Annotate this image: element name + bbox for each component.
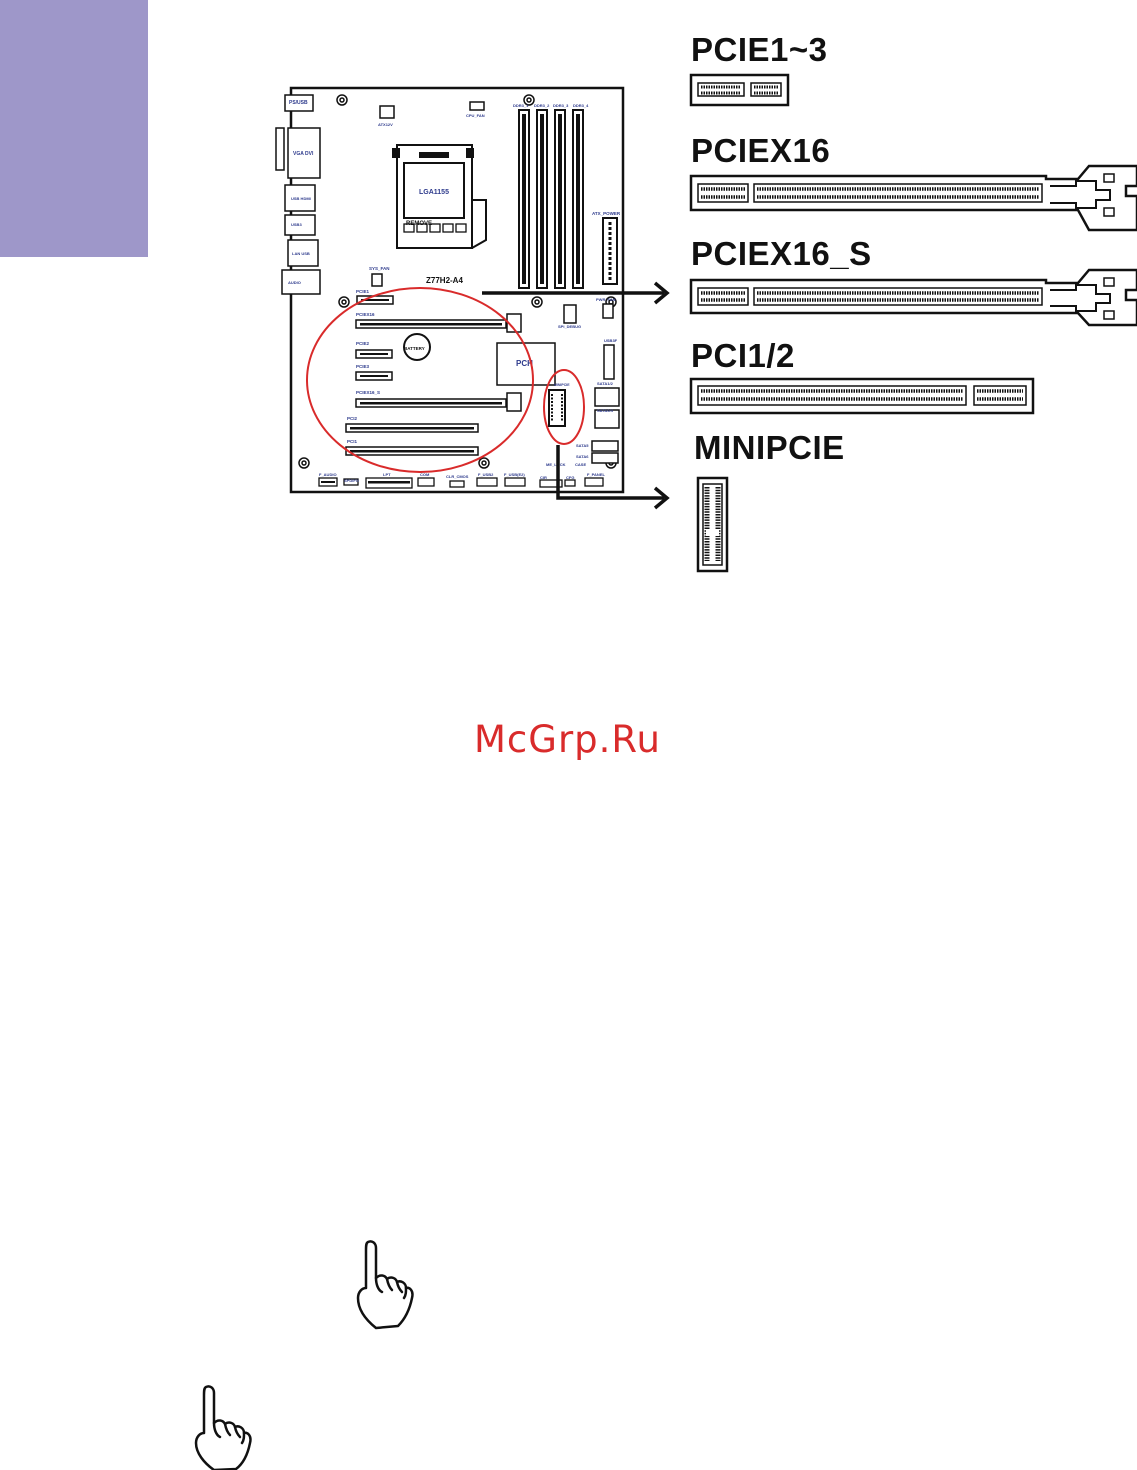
pciex16-slot-illustration <box>689 164 1137 232</box>
pciex16-heading: PCIEX16 <box>691 132 831 169</box>
ddr3-4-label: DDR3_4 <box>573 103 589 108</box>
motherboard-layout: PS/USB VGA DVI USB HDMI USB3 LAN USB AUD… <box>275 86 625 494</box>
sata3-4-label: SATA3/4 <box>597 408 614 413</box>
audio-label: AUDIO <box>288 280 301 285</box>
pci-slot-illustration <box>689 377 1035 415</box>
spdifo-label: SPDIFO <box>344 478 359 483</box>
pwr-fan-label: PWR_FAN <box>596 297 616 302</box>
pointing-hand-icon <box>194 1385 252 1470</box>
pcie1-board-label: PCIE1 <box>356 289 370 294</box>
com-label: COM <box>420 472 430 477</box>
remove-label: REMOVE <box>406 221 432 227</box>
ddr3-3-label: DDR3_3 <box>553 103 569 108</box>
usb-hdmi-label: USB HDMI <box>291 196 311 201</box>
chapter-side-tab <box>0 0 148 257</box>
board-expansion-slots <box>345 295 522 456</box>
ddr3-2-label: DDR3_2 <box>534 103 550 108</box>
pointing-hand-icon <box>356 1240 414 1330</box>
case-label: CASE <box>575 462 586 467</box>
watermark-text: McGrp.Ru <box>474 718 661 761</box>
sys-fan-label: SYS_FAN <box>369 266 390 271</box>
pcie-x1-slot-illustration <box>689 73 790 107</box>
pci2-board-label: PCI2 <box>347 416 358 421</box>
minipcie-heading: MINIPCIE <box>694 429 845 466</box>
cpu-socket <box>392 144 487 249</box>
ddr3-1-label: DDR3_1 <box>513 103 529 108</box>
usb3f-label: USB3F <box>604 338 618 343</box>
lpt-label: LPT <box>383 472 391 477</box>
f-audio-label: F_AUDIO <box>319 472 337 477</box>
pcie1-3-heading: PCIE1~3 <box>691 31 828 68</box>
me-lock-label: ME_LOCK <box>546 462 566 467</box>
cpu-socket-label: LGA1155 <box>419 189 449 196</box>
sata6-label: SATA6 <box>576 454 589 459</box>
f-panel-label: F_PANEL <box>587 472 605 477</box>
pciex16-board-label: PCIEX16 <box>356 312 375 317</box>
f-usb-e2-label: F_USB(E2) <box>504 472 525 477</box>
cfg-label: CFG <box>566 475 574 480</box>
pcie3-board-label: PCIE3 <box>356 364 370 369</box>
lan-usb-label: LAN USB <box>292 251 310 256</box>
cir-label: CIR <box>540 475 547 480</box>
cpu-fan-label: CPU_FAN <box>466 113 485 118</box>
sata1-2-label: SATA1/2 <box>597 381 614 386</box>
pci1-board-label: PCI1 <box>347 439 358 444</box>
board-model-label: Z77H2-A4 <box>426 276 463 285</box>
f-usb2-label: F_USB2 <box>478 472 494 477</box>
atx-power-label: ATX_POWER <box>592 211 621 216</box>
ps2-usb-label: PS/USB <box>289 100 308 106</box>
sata5-label: SATA5 <box>576 443 589 448</box>
pciex16-s-board-label: PCIEX16_S <box>356 390 380 395</box>
battery-label: BATTERY <box>404 346 425 351</box>
usb3-label: USB3 <box>291 222 302 227</box>
spi-debug-label: SPI_DEBUG <box>558 324 581 329</box>
expansion-slots-highlight <box>306 287 534 473</box>
minipcie-highlight <box>543 369 585 445</box>
clr-cmos-label: CLR_CMOS <box>446 474 469 479</box>
pciex16-s-slot-illustration <box>689 268 1137 327</box>
pch-label: PCH <box>516 359 533 368</box>
pcie2-board-label: PCIE2 <box>356 341 370 346</box>
pci1-2-heading: PCI1/2 <box>691 337 795 374</box>
minipcie-board-label: MINIPCIE <box>554 383 570 387</box>
vga-dvi-label: VGA DVI <box>293 151 314 157</box>
atx12v-label: ATX12V <box>378 122 393 127</box>
pciex16-s-heading: PCIEX16_S <box>691 235 872 272</box>
minipcie-slot-illustration <box>696 476 729 573</box>
callout-arrows <box>482 281 670 510</box>
